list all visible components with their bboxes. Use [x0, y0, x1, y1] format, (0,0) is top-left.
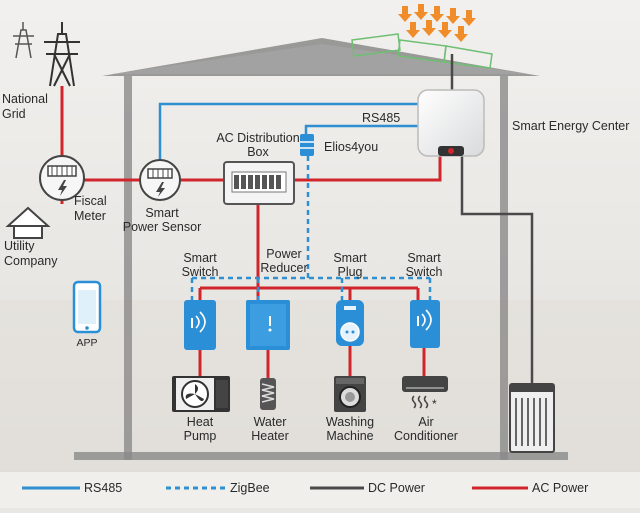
svg-text:ZigBee: ZigBee — [230, 481, 270, 495]
svg-text:*: * — [432, 397, 437, 411]
dc-power-wires — [450, 54, 534, 384]
house-outline — [74, 38, 568, 460]
smart-plug-icon — [336, 300, 364, 346]
utility-house-icon — [5, 206, 51, 239]
elios4you-icon — [300, 134, 314, 156]
elios4you-label: Elios4you — [324, 140, 378, 154]
fiscal-meter-icon — [39, 155, 85, 201]
svg-text:RS485: RS485 — [84, 481, 122, 495]
washing-machine-icon — [334, 376, 366, 412]
solar-panels — [351, 33, 493, 69]
legend-item-rs485: RS485 — [22, 481, 122, 495]
smart-switch-2-icon — [410, 300, 440, 348]
power-reducer-icon — [246, 300, 290, 350]
rs485-wires — [158, 102, 420, 162]
air-conditioner-icon: * — [402, 376, 448, 411]
zigbee-wires — [190, 156, 432, 300]
ac-distribution-box-icon — [223, 161, 295, 205]
heat-pump-icon — [172, 376, 230, 412]
svg-text:DC Power: DC Power — [368, 481, 425, 495]
legend-item-dc-power: DC Power — [310, 481, 425, 495]
sun-arrows-icon — [398, 4, 476, 42]
small-pylon-icon — [13, 22, 34, 59]
ac-power-wires — [60, 86, 442, 378]
pylon-icon — [44, 22, 80, 87]
legend: RS485 ZigBee DC Power AC Power — [0, 472, 640, 508]
smart-energy-center-label: Smart Energy Center — [512, 119, 629, 133]
smart-switch-1-icon — [184, 300, 216, 350]
rs485-line-label: RS485 — [362, 111, 400, 125]
smart-power-sensor-icon — [139, 159, 181, 201]
phone-app-icon — [72, 280, 102, 334]
water-heater-icon — [260, 378, 276, 410]
svg-text:AC Power: AC Power — [532, 481, 588, 495]
battery-icon — [509, 383, 555, 453]
legend-item-zigbee: ZigBee — [166, 481, 270, 495]
smart-energy-center-icon — [417, 89, 485, 157]
app-label: APP — [76, 337, 97, 349]
legend-item-ac-power: AC Power — [472, 481, 588, 495]
